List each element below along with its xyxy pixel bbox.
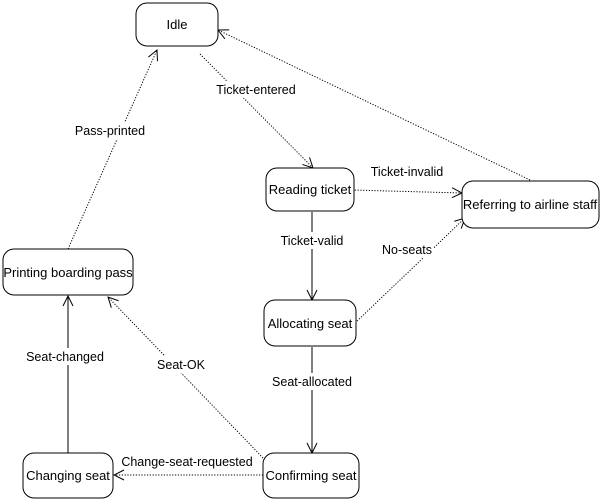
state-referring-label: Referring to airline staff xyxy=(463,197,598,212)
state-changing-seat: Changing seat xyxy=(22,452,114,499)
label-pass-printed: Pass-printed xyxy=(73,122,147,139)
edge-reading-ticket-to-referring xyxy=(351,190,462,193)
label-no-seats: No-seats xyxy=(380,241,434,258)
svg-text:Pass-printed: Pass-printed xyxy=(75,124,145,138)
edge-confirming-to-printing xyxy=(108,297,266,461)
edge-printing-to-idle xyxy=(67,50,157,250)
label-change-seat-requested: Change-seat-requested xyxy=(121,455,252,469)
state-changing-label: Changing seat xyxy=(26,468,110,483)
state-reading-ticket-label: Reading ticket xyxy=(269,182,352,197)
edge-allocating-to-referring xyxy=(354,218,465,324)
svg-text:Ticket-entered: Ticket-entered xyxy=(216,83,295,97)
state-allocating-seat: Allocating seat xyxy=(263,299,357,347)
svg-text:Seat-OK: Seat-OK xyxy=(157,358,206,372)
state-printing-label: Printing boarding pass xyxy=(3,265,133,280)
label-seat-allocated: Seat-allocated xyxy=(272,373,352,390)
label-seat-changed: Seat-changed xyxy=(25,348,105,365)
svg-text:No-seats: No-seats xyxy=(382,243,432,257)
label-ticket-entered: Ticket-entered xyxy=(215,81,297,98)
state-idle-label: Idle xyxy=(167,17,188,32)
state-referring-to-airline-staff: Referring to airline staff xyxy=(461,180,600,229)
label-ticket-invalid: Ticket-invalid xyxy=(371,165,444,179)
svg-text:Seat-changed: Seat-changed xyxy=(26,350,104,364)
state-confirming-label: Confirming seat xyxy=(265,468,356,483)
svg-text:Ticket-invalid: Ticket-invalid xyxy=(371,165,444,179)
edge-idle-to-reading-ticket xyxy=(199,53,313,168)
state-confirming-seat: Confirming seat xyxy=(262,452,360,499)
state-idle: Idle xyxy=(135,2,219,47)
state-printing-boarding-pass: Printing boarding pass xyxy=(2,248,134,296)
svg-text:Change-seat-requested: Change-seat-requested xyxy=(121,455,252,469)
edge-referring-to-idle xyxy=(218,30,531,181)
state-reading-ticket: Reading ticket xyxy=(265,167,355,212)
label-seat-ok: Seat-OK xyxy=(152,356,210,373)
label-ticket-valid: Ticket-valid xyxy=(281,232,344,249)
state-allocating-label: Allocating seat xyxy=(268,316,353,331)
svg-text:Seat-allocated: Seat-allocated xyxy=(272,375,352,389)
svg-text:Ticket-valid: Ticket-valid xyxy=(281,234,344,248)
